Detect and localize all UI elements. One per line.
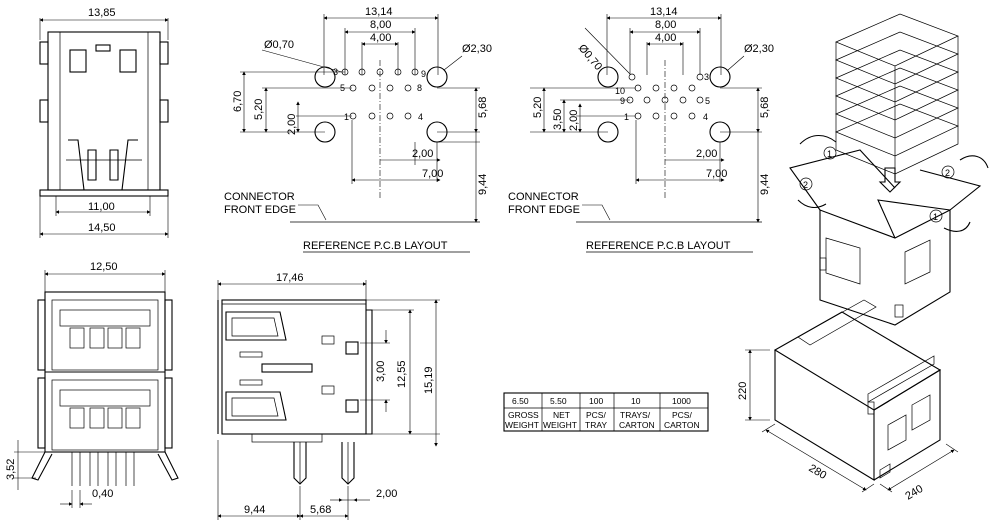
pcb-l-hole-big: Ø2,30 [462, 43, 492, 55]
svg-text:GROSS: GROSS [508, 410, 539, 420]
rear-pitch: 0,40 [92, 488, 113, 500]
pcb-l-200: 2,00 [286, 114, 298, 135]
front-view: 13,85 11,00 14,50 [39, 7, 169, 238]
pcb-l-520: 5,20 [253, 99, 265, 120]
pcb-r-944: 9,44 [759, 174, 771, 195]
rear-352: 3,52 [5, 459, 17, 480]
pcb-r-d700: 7,00 [706, 168, 727, 180]
side-1255: 12,55 [396, 360, 408, 388]
pcb-r-520: 5,20 [532, 97, 544, 118]
cell-trays-carton: 10 [631, 396, 641, 406]
svg-text:CARTON: CARTON [619, 420, 655, 430]
pcb-r-hole-big: Ø2,30 [744, 43, 774, 55]
svg-text:1: 1 [827, 149, 832, 159]
pcb-l-670: 6,70 [232, 91, 244, 112]
svg-text:4: 4 [418, 112, 423, 122]
pcb-l-d700: 7,00 [422, 168, 443, 180]
pcb-r-568: 5,68 [759, 97, 771, 118]
pcb-l-944: 9,44 [477, 174, 489, 195]
svg-text:4: 4 [703, 112, 708, 122]
svg-text:10: 10 [615, 86, 625, 96]
svg-text:9: 9 [421, 69, 426, 79]
pcb-r-350: 3,50 [552, 109, 564, 130]
svg-text:WEIGHT: WEIGHT [543, 420, 577, 430]
svg-text:5: 5 [705, 96, 710, 106]
pcb-l-4: 4,00 [370, 32, 391, 44]
svg-text:CARTON: CARTON [664, 420, 700, 430]
svg-text:CONNECTOR: CONNECTOR [508, 191, 579, 203]
svg-text:2: 2 [803, 180, 808, 190]
svg-text:WEIGHT: WEIGHT [505, 420, 539, 430]
pcb-r-total: 13,14 [650, 6, 678, 18]
svg-text:TRAY: TRAY [585, 420, 607, 430]
pcb-l-d200: 2,00 [412, 148, 433, 160]
pcb-r-hole-small: Ø0,70 [576, 42, 604, 73]
front-bot-dim: 14,50 [88, 222, 116, 234]
side-300: 3,00 [375, 361, 387, 382]
svg-text:1: 1 [624, 112, 629, 122]
cell-net: 5.50 [550, 396, 567, 406]
pcb-l-total: 13,14 [365, 6, 393, 18]
rear-top-dim: 12,50 [90, 261, 118, 273]
side-view: 17,46 3,00 12,55 15,19 9,44 5,68 2,00 [217, 272, 440, 520]
side-568: 5,68 [310, 504, 331, 516]
pcb-r-d200: 2,00 [696, 148, 717, 160]
side-944: 9,44 [244, 504, 265, 516]
svg-text:CONNECTOR: CONNECTOR [224, 191, 295, 203]
front-top-dim: 13,85 [88, 7, 116, 19]
carton-h: 220 [737, 382, 749, 400]
svg-text:PCS/: PCS/ [586, 410, 606, 420]
svg-text:3: 3 [704, 72, 709, 82]
pcb-l-title: REFERENCE P.C.B LAYOUT [303, 240, 448, 252]
packing-illustration: 1 2 2 1 [789, 13, 989, 326]
cell-pcs-tray: 100 [589, 396, 603, 406]
svg-text:8: 8 [417, 83, 422, 93]
side-1519: 15,19 [423, 366, 435, 394]
pcb-l-8: 8,00 [370, 19, 391, 31]
pcb-l-568: 5,68 [477, 97, 489, 118]
pcb-l-hole-small: Ø0,70 [264, 39, 294, 51]
svg-text:9: 9 [620, 96, 625, 106]
rear-view: 12,50 3,52 0,40 [5, 261, 179, 508]
svg-text:PCS/: PCS/ [672, 410, 692, 420]
cell-pcs-carton: 1000 [672, 396, 691, 406]
cell-gross: 6.50 [512, 396, 529, 406]
pcb-layout-right: 13,14 8,00 4,00 10 9 1 4 3 5 Ø0,70 Ø2,30… [508, 6, 774, 253]
side-top-dim: 17,46 [276, 272, 304, 284]
carton-w: 240 [903, 483, 925, 503]
svg-text:1: 1 [933, 212, 938, 222]
svg-text:2: 2 [945, 168, 950, 178]
packing-table: 6.50 5.50 100 10 1000 GROSS WEIGHT NET W… [503, 392, 709, 432]
front-mid-dim: 11,00 [88, 201, 115, 213]
carton: 220 280 240 [737, 299, 959, 503]
pcb-r-title: REFERENCE P.C.B LAYOUT [586, 240, 731, 252]
svg-text:TRAYS/: TRAYS/ [620, 410, 651, 420]
svg-text:FRONT EDGE: FRONT EDGE [224, 204, 296, 216]
pcb-r-4: 4,00 [655, 32, 676, 44]
side-200: 2,00 [376, 488, 397, 500]
pcb-layout-left: 13,14 8,00 4,00 3 5 1 4 9 8 Ø0,70 Ø2,30 … [224, 6, 492, 253]
svg-text:1: 1 [344, 112, 349, 122]
pcb-r-200: 2,00 [568, 110, 580, 131]
svg-text:NET: NET [553, 410, 570, 420]
svg-text:FRONT EDGE: FRONT EDGE [508, 204, 580, 216]
pcb-r-8: 8,00 [655, 19, 676, 31]
